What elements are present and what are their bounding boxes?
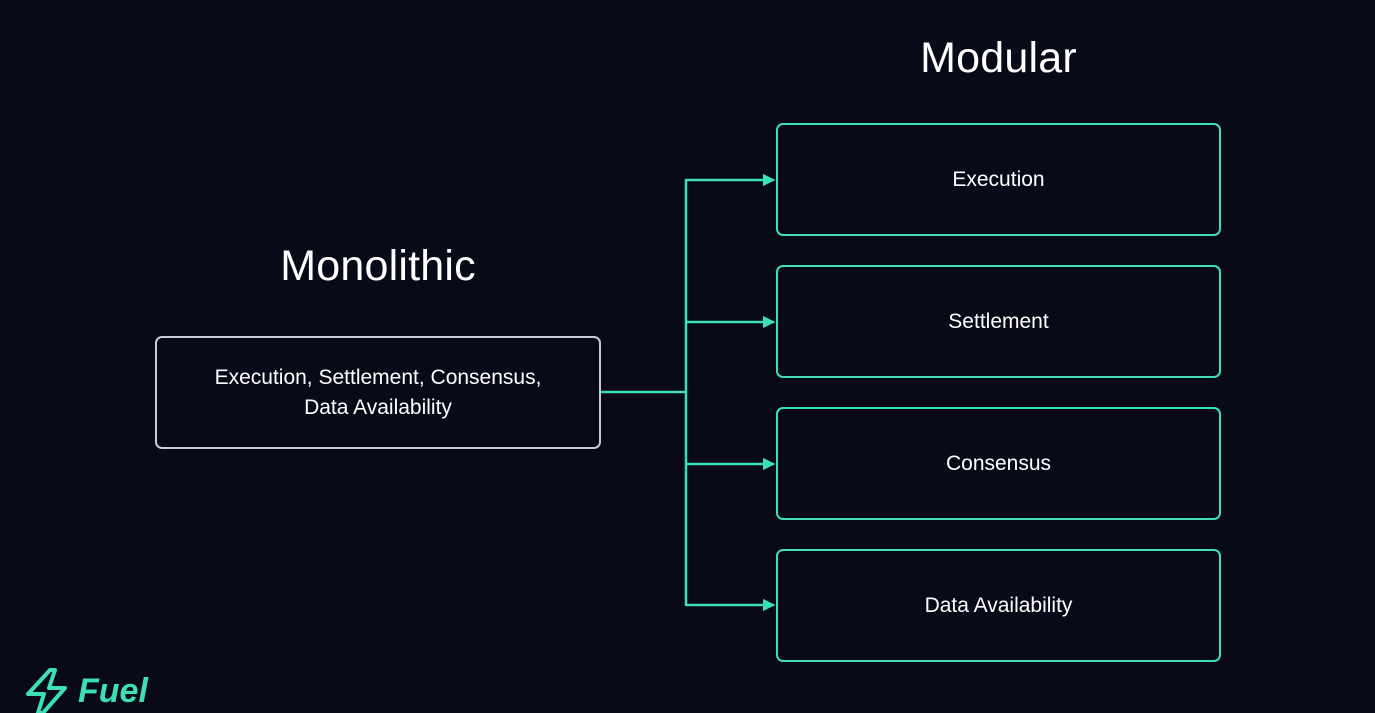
modular-title: Modular (920, 34, 1077, 82)
monolithic-label-line-2: Data Availability (304, 395, 452, 419)
modular-box-consensus: Consensus (776, 407, 1221, 520)
modular-box-label: Execution (952, 167, 1045, 191)
modular-box-label: Settlement (948, 309, 1049, 333)
modular-box-settlement: Settlement (776, 265, 1221, 378)
lightning-bolt-icon (26, 668, 67, 713)
modular-box-label: Consensus (945, 451, 1052, 475)
monolithic-title: Monolithic (280, 242, 476, 290)
monolithic-box-text: Execution, Settlement, Consensus, Data A… (215, 363, 542, 422)
modular-box-label: Data Availability (924, 593, 1073, 617)
fuel-wordmark: Fuel (78, 672, 148, 710)
monolithic-label-line-1: Execution, Settlement, Consensus, (214, 366, 542, 390)
fuel-logo: Fuel (24, 668, 148, 713)
monolithic-box: Execution, Settlement, Consensus, Data A… (155, 336, 601, 449)
modular-box-data-availability: Data Availability (776, 549, 1221, 662)
modular-box-execution: Execution (776, 123, 1221, 236)
